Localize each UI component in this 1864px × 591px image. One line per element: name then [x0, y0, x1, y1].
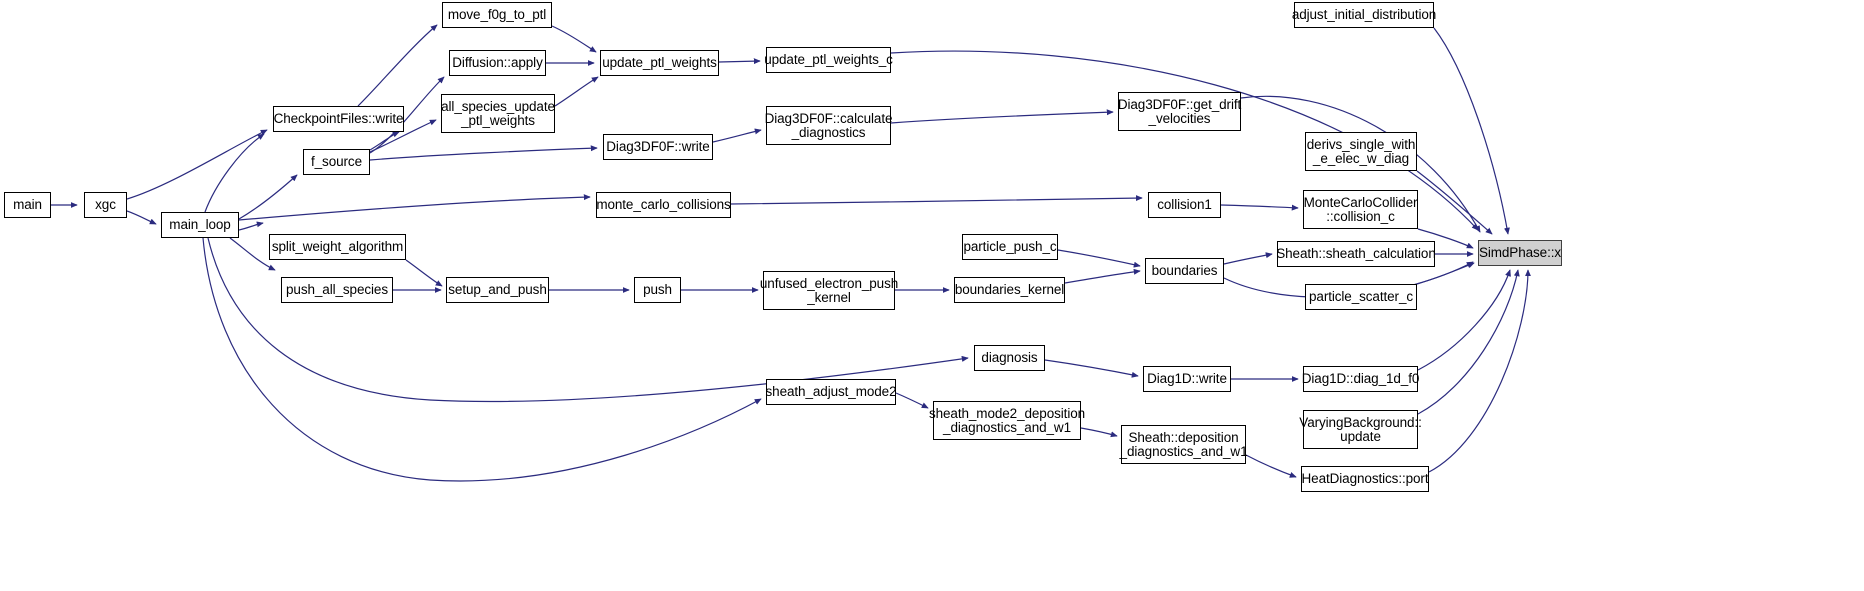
node-unfused_electron_push[interactable]: unfused_electron_push _kernel	[760, 271, 898, 310]
node-adjust_initial_dist[interactable]: adjust_initial_distribution	[1292, 2, 1436, 28]
edge-f_source-to-all_species_update	[369, 119, 437, 153]
edge-f_source-to-diag3df0f_write	[369, 145, 598, 161]
edge-particle_push_c-to-boundaries	[1057, 249, 1141, 268]
edge-main_loop-to-sheath_adjust_mode2	[202, 237, 762, 482]
edge-collision1-to-montecarlocollider	[1220, 204, 1299, 211]
edge-main_loop-to-monte_carlo_collisions	[238, 194, 591, 221]
node-sheath_calculation[interactable]: Sheath::sheath_calculation	[1276, 241, 1436, 267]
edge-main_loop-to-checkpointfiles_write	[204, 133, 265, 213]
node-setup_and_push[interactable]: setup_and_push	[446, 277, 549, 303]
node-checkpointfiles_write[interactable]: CheckpointFiles::write	[273, 106, 404, 132]
node-collision1[interactable]: collision1	[1148, 192, 1221, 218]
edge-boundaries_kernel-to-boundaries	[1064, 268, 1141, 284]
node-monte_carlo_collisions[interactable]: monte_carlo_collisions	[596, 192, 731, 218]
edge-particle_scatter_c-to-simdphase_x	[1416, 262, 1475, 285]
edge-f_source-to-checkpointfiles_write	[369, 131, 400, 151]
node-varyingbackground[interactable]: VaryingBackground:: update	[1299, 410, 1422, 449]
edge-diagnosis-to-diag1d_write	[1044, 359, 1139, 378]
edge-main_loop-to-diagnosis	[207, 237, 969, 403]
edge-xgc-to-main_loop	[126, 210, 157, 225]
edge-adjust_initial_dist-to-simdphase_x	[1433, 27, 1510, 235]
node-boundaries_kernel[interactable]: boundaries_kernel	[954, 277, 1065, 303]
edge-f_source-to-diffusion_apply	[369, 76, 445, 154]
node-update_ptl_weights_c[interactable]: update_ptl_weights_c	[764, 47, 893, 73]
node-main[interactable]: main	[4, 192, 51, 218]
edge-split_weight_algorithm-to-setup_and_push	[405, 259, 443, 287]
node-xgc[interactable]: xgc	[84, 192, 127, 218]
edge-diag3df0f_write-to-diag3df0f_calculate	[712, 128, 762, 143]
edge-main_loop-to-push_all_species	[229, 237, 276, 271]
edge-diag3df0f_get_drift-to-simdphase_x	[1240, 95, 1481, 233]
node-boundaries[interactable]: boundaries	[1145, 258, 1224, 284]
node-f_source[interactable]: f_source	[303, 149, 370, 175]
edge-diag1d_diag_1d_f0-to-simdphase_x	[1417, 269, 1511, 371]
edge-update_ptl_weights-to-update_ptl_weights_c	[718, 58, 761, 65]
node-simdphase_x[interactable]: SimdPhase::x	[1478, 240, 1562, 266]
edge-diag3df0f_calculate-to-diag3df0f_get_drift	[890, 109, 1114, 124]
node-diagnosis[interactable]: diagnosis	[974, 345, 1045, 371]
node-update_ptl_weights[interactable]: update_ptl_weights	[600, 50, 719, 76]
edge-varyingbackground-to-simdphase_x	[1417, 269, 1520, 415]
node-diag3df0f_write[interactable]: Diag3DF0F::write	[603, 134, 713, 160]
node-diffusion_apply[interactable]: Diffusion::apply	[449, 50, 546, 76]
edge-checkpointfiles_write-to-move_f0g_to_ptl	[357, 24, 438, 107]
edge-main_loop-to-split_weight_algorithm	[238, 221, 264, 231]
node-particle_push_c[interactable]: particle_push_c	[962, 234, 1058, 260]
edge-derivs_single_with-to-simdphase_x	[1416, 170, 1493, 235]
node-diag3df0f_calculate[interactable]: Diag3DF0F::calculate _diagnostics	[765, 106, 893, 145]
node-heatdiagnostics_port[interactable]: HeatDiagnostics::port	[1301, 466, 1429, 492]
node-particle_scatter_c[interactable]: particle_scatter_c	[1305, 284, 1417, 310]
node-diag3df0f_get_drift[interactable]: Diag3DF0F::get_drift _velocities	[1118, 92, 1241, 131]
edge-boundaries-to-sheath_calculation	[1223, 252, 1273, 265]
edge-xgc-to-checkpointfiles_write	[126, 129, 268, 200]
edge-all_species_update-to-update_ptl_weights	[554, 76, 599, 107]
edge-main_loop-to-f_source	[238, 174, 298, 220]
node-split_weight_algorithm[interactable]: split_weight_algorithm	[269, 234, 406, 260]
edge-heatdiagnostics_port-to-simdphase_x	[1428, 269, 1531, 473]
edge-montecarlocollider-to-simdphase_x	[1417, 228, 1474, 249]
node-main_loop[interactable]: main_loop	[161, 212, 239, 238]
node-all_species_update[interactable]: all_species_update _ptl_weights	[441, 94, 555, 133]
node-montecarlocollider[interactable]: MonteCarloCollider ::collision_c	[1303, 190, 1418, 229]
node-diag1d_diag_1d_f0[interactable]: Diag1D::diag_1d_f0	[1302, 366, 1419, 392]
edge-update_ptl_weights_c-to-simdphase_x	[890, 50, 1479, 231]
node-sheath_deposition[interactable]: Sheath::deposition _diagnostics_and_w1	[1120, 425, 1248, 464]
node-diag1d_write[interactable]: Diag1D::write	[1143, 366, 1231, 392]
edge-monte_carlo_collisions-to-collision1	[730, 195, 1143, 205]
node-sheath_mode2_dep[interactable]: sheath_mode2_deposition _diagnostics_and…	[929, 401, 1085, 440]
edge-sheath_deposition-to-heatdiagnostics_port	[1245, 454, 1297, 478]
node-sheath_adjust_mode2[interactable]: sheath_adjust_mode2	[766, 379, 897, 405]
edge-move_f0g_to_ptl-to-update_ptl_weights	[551, 25, 597, 53]
node-push[interactable]: push	[634, 277, 681, 303]
edge-sheath_adjust_mode2-to-sheath_mode2_dep	[895, 392, 929, 409]
node-push_all_species[interactable]: push_all_species	[281, 277, 393, 303]
node-move_f0g_to_ptl[interactable]: move_f0g_to_ptl	[442, 2, 552, 28]
node-derivs_single_with[interactable]: derivs_single_with _e_elec_w_diag	[1305, 132, 1417, 171]
edge-sheath_mode2_dep-to-sheath_deposition	[1080, 427, 1118, 438]
